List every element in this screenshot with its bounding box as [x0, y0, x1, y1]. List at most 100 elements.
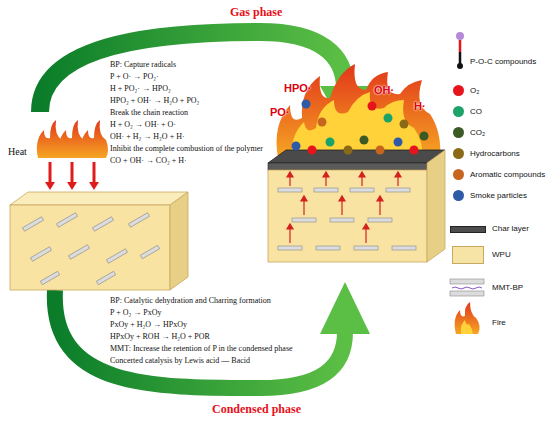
smoke-particle	[292, 142, 301, 151]
mechanism-text: Concerted catalysis by Lewis acid — Baci…	[110, 356, 250, 365]
heat-arrow	[71, 162, 74, 182]
mechanism-text: MMT: Increase the retention of P in the …	[110, 344, 293, 353]
legend-label: CO₂	[470, 128, 485, 137]
reaction-equation: OH· + H₂ → H₂O + H·	[110, 132, 185, 141]
legend-label: P-O-C compounds	[470, 57, 536, 66]
heat-flame	[81, 120, 108, 158]
fire-sample	[455, 302, 480, 334]
platelet	[128, 213, 149, 227]
legend-label: Char layer	[492, 224, 529, 233]
legend-label: WPU	[492, 250, 511, 259]
platelet	[392, 246, 416, 250]
heat-arrow-head	[89, 182, 99, 190]
legend-swatch	[453, 190, 464, 201]
platelet	[106, 249, 127, 263]
platelet	[96, 271, 115, 284]
legend-label: O₂	[470, 86, 479, 95]
co-particle	[384, 114, 393, 123]
char-layer-front	[268, 163, 427, 170]
up-arrow-head	[301, 196, 307, 201]
legend-swatch	[452, 246, 484, 264]
hydrocarbon-particle	[344, 146, 353, 155]
heat-arrow-head	[45, 182, 55, 190]
sample-dot	[457, 63, 463, 69]
smoke-particle	[302, 100, 311, 109]
sample-flame-core	[461, 320, 473, 334]
legend-swatch	[453, 127, 464, 138]
co2-particle	[420, 132, 429, 141]
platelet	[92, 217, 113, 231]
wpu-front-face	[10, 205, 170, 290]
co-particle	[326, 138, 335, 147]
up-arrow-head	[363, 224, 369, 229]
up-arrow-head	[377, 196, 383, 201]
reaction-equation: P + O· → PO₂·	[110, 72, 159, 81]
gas-phase-arc	[40, 32, 345, 112]
up-arrow-head	[359, 172, 365, 177]
legend-swatch	[453, 169, 464, 180]
legend-label: MMT-BP	[492, 283, 523, 292]
sample-flame	[455, 302, 480, 334]
condensed-phase-arc	[55, 290, 345, 388]
sample-segment	[459, 40, 462, 52]
reaction-equation: PxOy + H₂O → HPxOy	[110, 320, 187, 329]
sample-layer	[450, 291, 484, 296]
up-arrow	[341, 200, 342, 215]
hydrocarbon-particle	[400, 120, 409, 129]
platelet	[354, 246, 378, 250]
gas-particles	[292, 100, 429, 155]
sample-layer	[450, 279, 484, 284]
up-arrow-head	[287, 224, 293, 229]
aromatic-particle	[318, 118, 327, 127]
platelet	[40, 271, 59, 284]
condensed-phase-arrowhead	[320, 282, 370, 334]
heat-arrow	[49, 162, 52, 182]
up-arrow-head	[287, 172, 293, 177]
platelet	[368, 218, 392, 222]
heat-label: Heat	[8, 146, 27, 158]
legend-swatch	[453, 148, 464, 159]
fire	[277, 64, 441, 158]
migration-arrows	[287, 172, 401, 243]
legend-swatch	[453, 85, 464, 96]
up-arrow-head	[323, 172, 329, 177]
reaction-equation: HPO₂ + OH· → H₂O + PO₂	[110, 96, 199, 105]
mmt-bp-platelets	[22, 213, 159, 285]
o2-particle	[410, 146, 419, 155]
fire-core	[292, 92, 423, 158]
platelet	[314, 188, 338, 192]
o2-particle	[368, 102, 377, 111]
mechanism-text: BP: Capture radicals	[110, 60, 176, 69]
up-arrow	[379, 200, 380, 215]
o2-particle	[308, 146, 317, 155]
phase-title: Condensed phase	[212, 403, 301, 417]
up-arrow	[365, 228, 366, 243]
mechanism-text: BP: Catalytic dehydration and Charring f…	[110, 296, 271, 305]
legend-label: Aromatic compounds	[470, 170, 545, 179]
aromatic-particle	[376, 146, 385, 155]
platelet	[56, 213, 77, 227]
radical-label: OH·	[374, 84, 394, 97]
reaction-equation: CO + OH· → CO₂ + H·	[110, 156, 187, 165]
platelet	[22, 217, 43, 231]
aligned-platelets	[278, 188, 416, 250]
reaction-equation: P + O₂ → PxOy	[110, 308, 161, 317]
wpu-front-face	[268, 170, 427, 262]
mmt-bp-sample	[450, 279, 484, 296]
platelet	[292, 218, 316, 222]
legend-label: Smoke particles	[470, 191, 527, 200]
co2-particle	[360, 136, 369, 145]
platelet	[386, 188, 410, 192]
legend-swatch	[450, 226, 486, 233]
reaction-equation: H + PO₂· → HPO₂	[110, 84, 171, 93]
legend-label: Hydrocarbons	[470, 149, 520, 158]
platelet	[350, 188, 374, 192]
up-arrow	[289, 228, 290, 243]
radical-label: HPO·	[284, 82, 312, 95]
legend-label: Fire	[492, 318, 506, 327]
platelet	[68, 245, 89, 259]
sample-dot	[456, 32, 464, 40]
phase-title: Gas phase	[230, 6, 282, 20]
sample-chain	[452, 287, 482, 289]
